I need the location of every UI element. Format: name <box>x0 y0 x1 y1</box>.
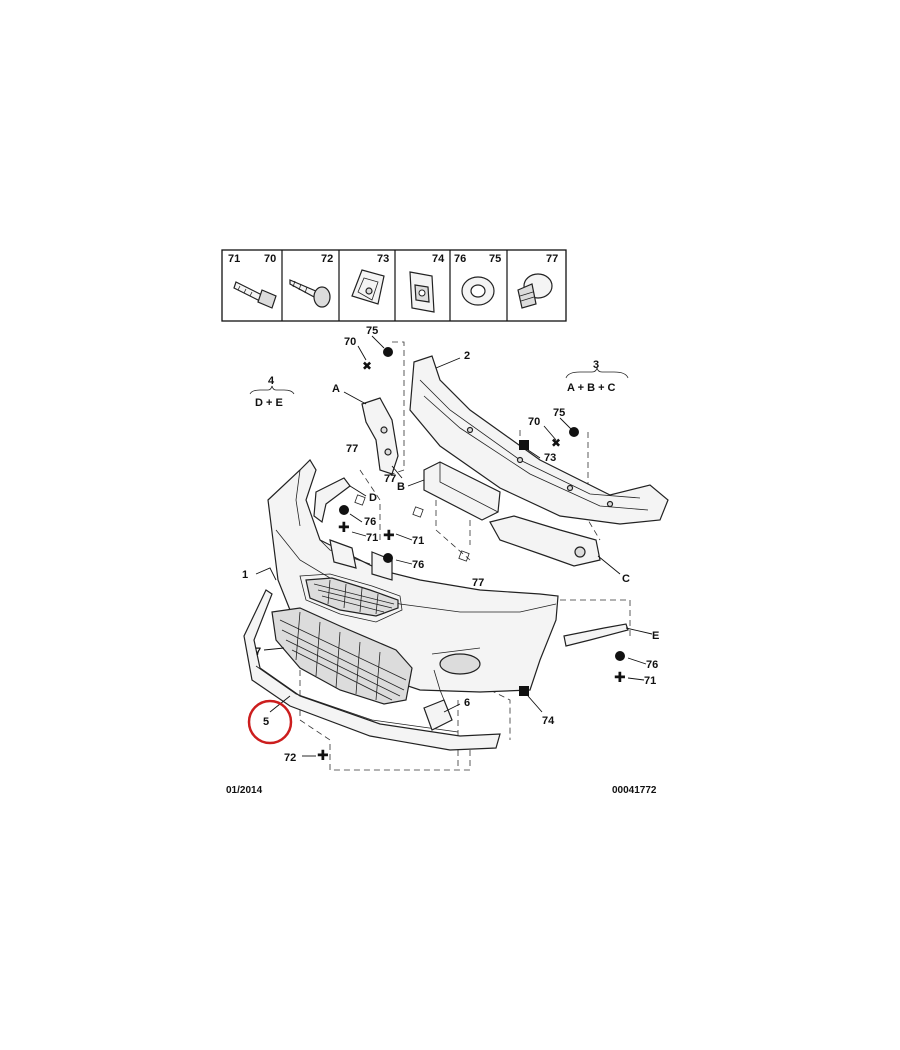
screw-icon <box>289 279 331 308</box>
side-guide-e <box>563 623 629 647</box>
svg-text:✚: ✚ <box>317 748 329 764</box>
clip-icon <box>351 269 385 305</box>
callout-b: B <box>397 481 405 493</box>
svg-text:✚: ✚ <box>614 670 626 686</box>
callout-76-a: 76 <box>364 516 376 528</box>
bracket-a <box>361 397 399 475</box>
callout-75-top: 75 <box>366 325 378 337</box>
side-guide-d <box>313 477 351 524</box>
svg-text:✚: ✚ <box>338 520 350 536</box>
callout-a: A <box>332 383 340 395</box>
absorber-b <box>423 461 501 521</box>
callout-73: 73 <box>544 452 556 464</box>
legend-label-76: 76 <box>454 253 466 265</box>
legend-label-74: 74 <box>432 253 445 265</box>
callout-71-b: 71 <box>412 535 424 547</box>
nut-clip-icon <box>409 271 435 313</box>
group-3-number: 3 <box>593 359 599 371</box>
bracket-c <box>489 515 601 567</box>
legend-label-71: 71 <box>228 253 240 265</box>
group-label-4: 4 D + E <box>249 375 295 409</box>
callout-e: E <box>652 630 659 642</box>
date-code: 01/2014 <box>226 785 263 796</box>
group-label-3: 3 A + B + C <box>565 359 629 394</box>
callout-2: 2 <box>464 350 470 362</box>
lip-spoiler <box>243 589 501 751</box>
callout-5: 5 <box>263 716 269 728</box>
lower-grille <box>271 607 413 705</box>
legend-label-73: 73 <box>377 253 389 265</box>
leader-lines <box>255 335 653 757</box>
svg-text:✚: ✚ <box>383 528 395 544</box>
svg-text:✖: ✖ <box>551 436 561 450</box>
callout-7: 7 <box>255 646 261 658</box>
callout-70-right: 70 <box>528 416 540 428</box>
upper-beam <box>409 355 669 525</box>
legend-label-75: 75 <box>489 253 501 265</box>
fog-cover <box>423 669 453 731</box>
callout-d: D <box>369 492 377 504</box>
legend-frame <box>221 249 567 322</box>
legend-label-72: 72 <box>321 253 333 265</box>
callout-72: 72 <box>284 752 296 764</box>
callout-71-c: 71 <box>644 675 656 687</box>
washer-symbol <box>383 347 393 357</box>
fastener-symbols: ✖ ✖ ✚ ✚ ✚ ✚ <box>317 347 626 764</box>
callout-77-b: 77 <box>384 473 396 485</box>
highlight-circle <box>247 699 293 745</box>
fastener-legend: 71 70 72 73 74 76 75 77 <box>221 249 567 322</box>
rivet-marks <box>354 494 470 562</box>
legend-label-77: 77 <box>546 253 558 265</box>
push-rivet-icon <box>517 273 553 309</box>
callout-c: C <box>622 573 630 585</box>
upper-grille <box>305 577 399 617</box>
washer-icon <box>461 276 495 306</box>
callout-76-c: 76 <box>646 659 658 671</box>
callout-1: 1 <box>242 569 248 581</box>
callouts: 75 70 2 A 75 70 73 77 77 B D 76 71 71 76… <box>242 325 659 764</box>
callout-74: 74 <box>542 715 555 727</box>
group-4-number: 4 <box>268 375 275 387</box>
group-4-parts: D + E <box>255 397 283 409</box>
group-3-parts: A + B + C <box>567 382 616 394</box>
reference-number: 00041772 <box>612 785 657 796</box>
callout-77-a: 77 <box>346 443 358 455</box>
callout-71-a: 71 <box>366 532 378 544</box>
svg-text:✖: ✖ <box>362 359 372 373</box>
callout-77-c: 77 <box>472 577 484 589</box>
callout-70-top: 70 <box>344 336 356 348</box>
bolt-icon <box>233 281 277 309</box>
callout-6: 6 <box>464 697 470 709</box>
legend-label-70: 70 <box>264 253 276 265</box>
callout-76-b: 76 <box>412 559 424 571</box>
callout-75-right: 75 <box>553 407 565 419</box>
